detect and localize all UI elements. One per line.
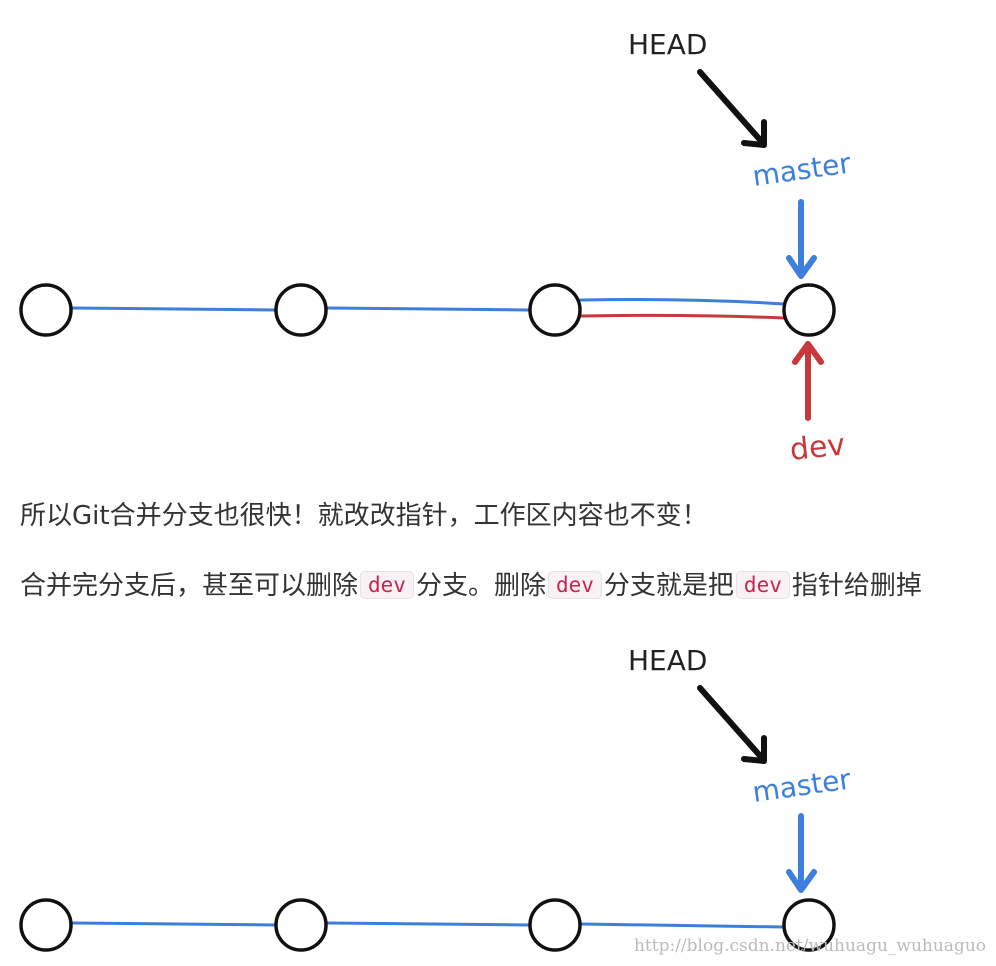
code-dev: dev: [360, 571, 414, 599]
commit-node: [782, 898, 836, 952]
git-diagram-before-delete: HEAD master dev: [19, 28, 853, 468]
head-arrow: [697, 685, 767, 764]
branch-line-dev: [579, 313, 785, 320]
head-label: HEAD: [628, 644, 707, 677]
branch-line-master: [70, 298, 786, 312]
commit-node: [19, 898, 73, 952]
dev-label: dev: [788, 427, 847, 468]
text-segment: 合并完分支后，甚至可以删除: [20, 571, 359, 601]
master-arrow: [786, 813, 817, 893]
commit-node: [782, 283, 836, 337]
text-segment: 分支就是把: [603, 571, 734, 601]
commit-nodes: [19, 898, 836, 952]
head-label: HEAD: [628, 28, 707, 61]
master-arrow: [786, 199, 817, 279]
text-segment: 分支。删除: [415, 571, 546, 601]
commit-nodes: [19, 283, 836, 337]
dev-arrow: [792, 341, 824, 421]
text-segment: 指针给删掉: [791, 571, 922, 601]
commit-node: [19, 283, 73, 337]
code-dev: dev: [735, 571, 790, 599]
git-diagram-after-delete: HEAD master: [19, 644, 853, 952]
commit-node: [528, 898, 582, 952]
commit-node: [528, 283, 582, 337]
branch-line-master: [70, 921, 786, 929]
master-label: master: [750, 762, 853, 808]
head-arrow: [697, 69, 767, 148]
commit-node: [274, 283, 328, 337]
code-dev: dev: [547, 571, 602, 599]
master-label: master: [750, 146, 853, 192]
watermark-url: http://blog.csdn.net/wuhuagu_wuhuaguo: [633, 936, 986, 956]
explanation-text-1: 所以Git合并分支也很快！就改改指针，工作区内容也不变！: [20, 501, 708, 531]
commit-node: [274, 898, 328, 952]
